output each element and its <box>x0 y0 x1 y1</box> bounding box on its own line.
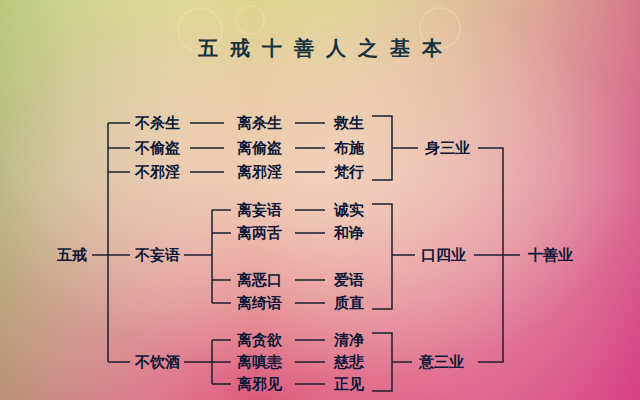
tree-label: 不饮酒 <box>135 354 180 371</box>
tree-label: 救生 <box>334 115 364 132</box>
tree-label: 离邪淫 <box>237 164 282 181</box>
tree-label: 爱语 <box>334 272 364 289</box>
tree-label: 离恶口 <box>237 272 282 289</box>
tree-label: 口四业 <box>421 247 466 264</box>
tree-label: 离邪见 <box>237 376 282 393</box>
tree-label: 离绮语 <box>237 295 282 312</box>
tree-label: 离妄语 <box>237 202 282 219</box>
tree-label: 慈悲 <box>334 354 364 371</box>
tree-label: 布施 <box>334 140 364 157</box>
tree-label: 不邪淫 <box>135 164 180 181</box>
tree-label: 离嗔恚 <box>237 354 282 371</box>
tree-label: 不偷盗 <box>135 140 180 157</box>
tree-label: 清净 <box>334 332 364 349</box>
tree-label: 离偷盗 <box>237 140 282 157</box>
tree-label: 十善业 <box>528 247 573 264</box>
tree-label: 离贪欲 <box>237 332 282 349</box>
tree-label: 和诤 <box>334 225 364 242</box>
tree-label: 离杀生 <box>237 115 282 132</box>
tree-label: 身三业 <box>425 140 470 157</box>
tree-label: 梵行 <box>334 164 364 181</box>
tree-label: 正见 <box>334 376 364 393</box>
tree-label: 意三业 <box>419 354 464 371</box>
tree-label: 质直 <box>334 295 364 312</box>
tree-label: 不杀生 <box>135 115 180 132</box>
tree-label: 离两舌 <box>237 225 282 242</box>
tree-label: 诚实 <box>334 202 364 219</box>
tree-label: 不妄语 <box>135 247 180 264</box>
title: 五戒十善人之基本 <box>198 35 454 62</box>
tree-label: 五戒 <box>57 247 87 264</box>
